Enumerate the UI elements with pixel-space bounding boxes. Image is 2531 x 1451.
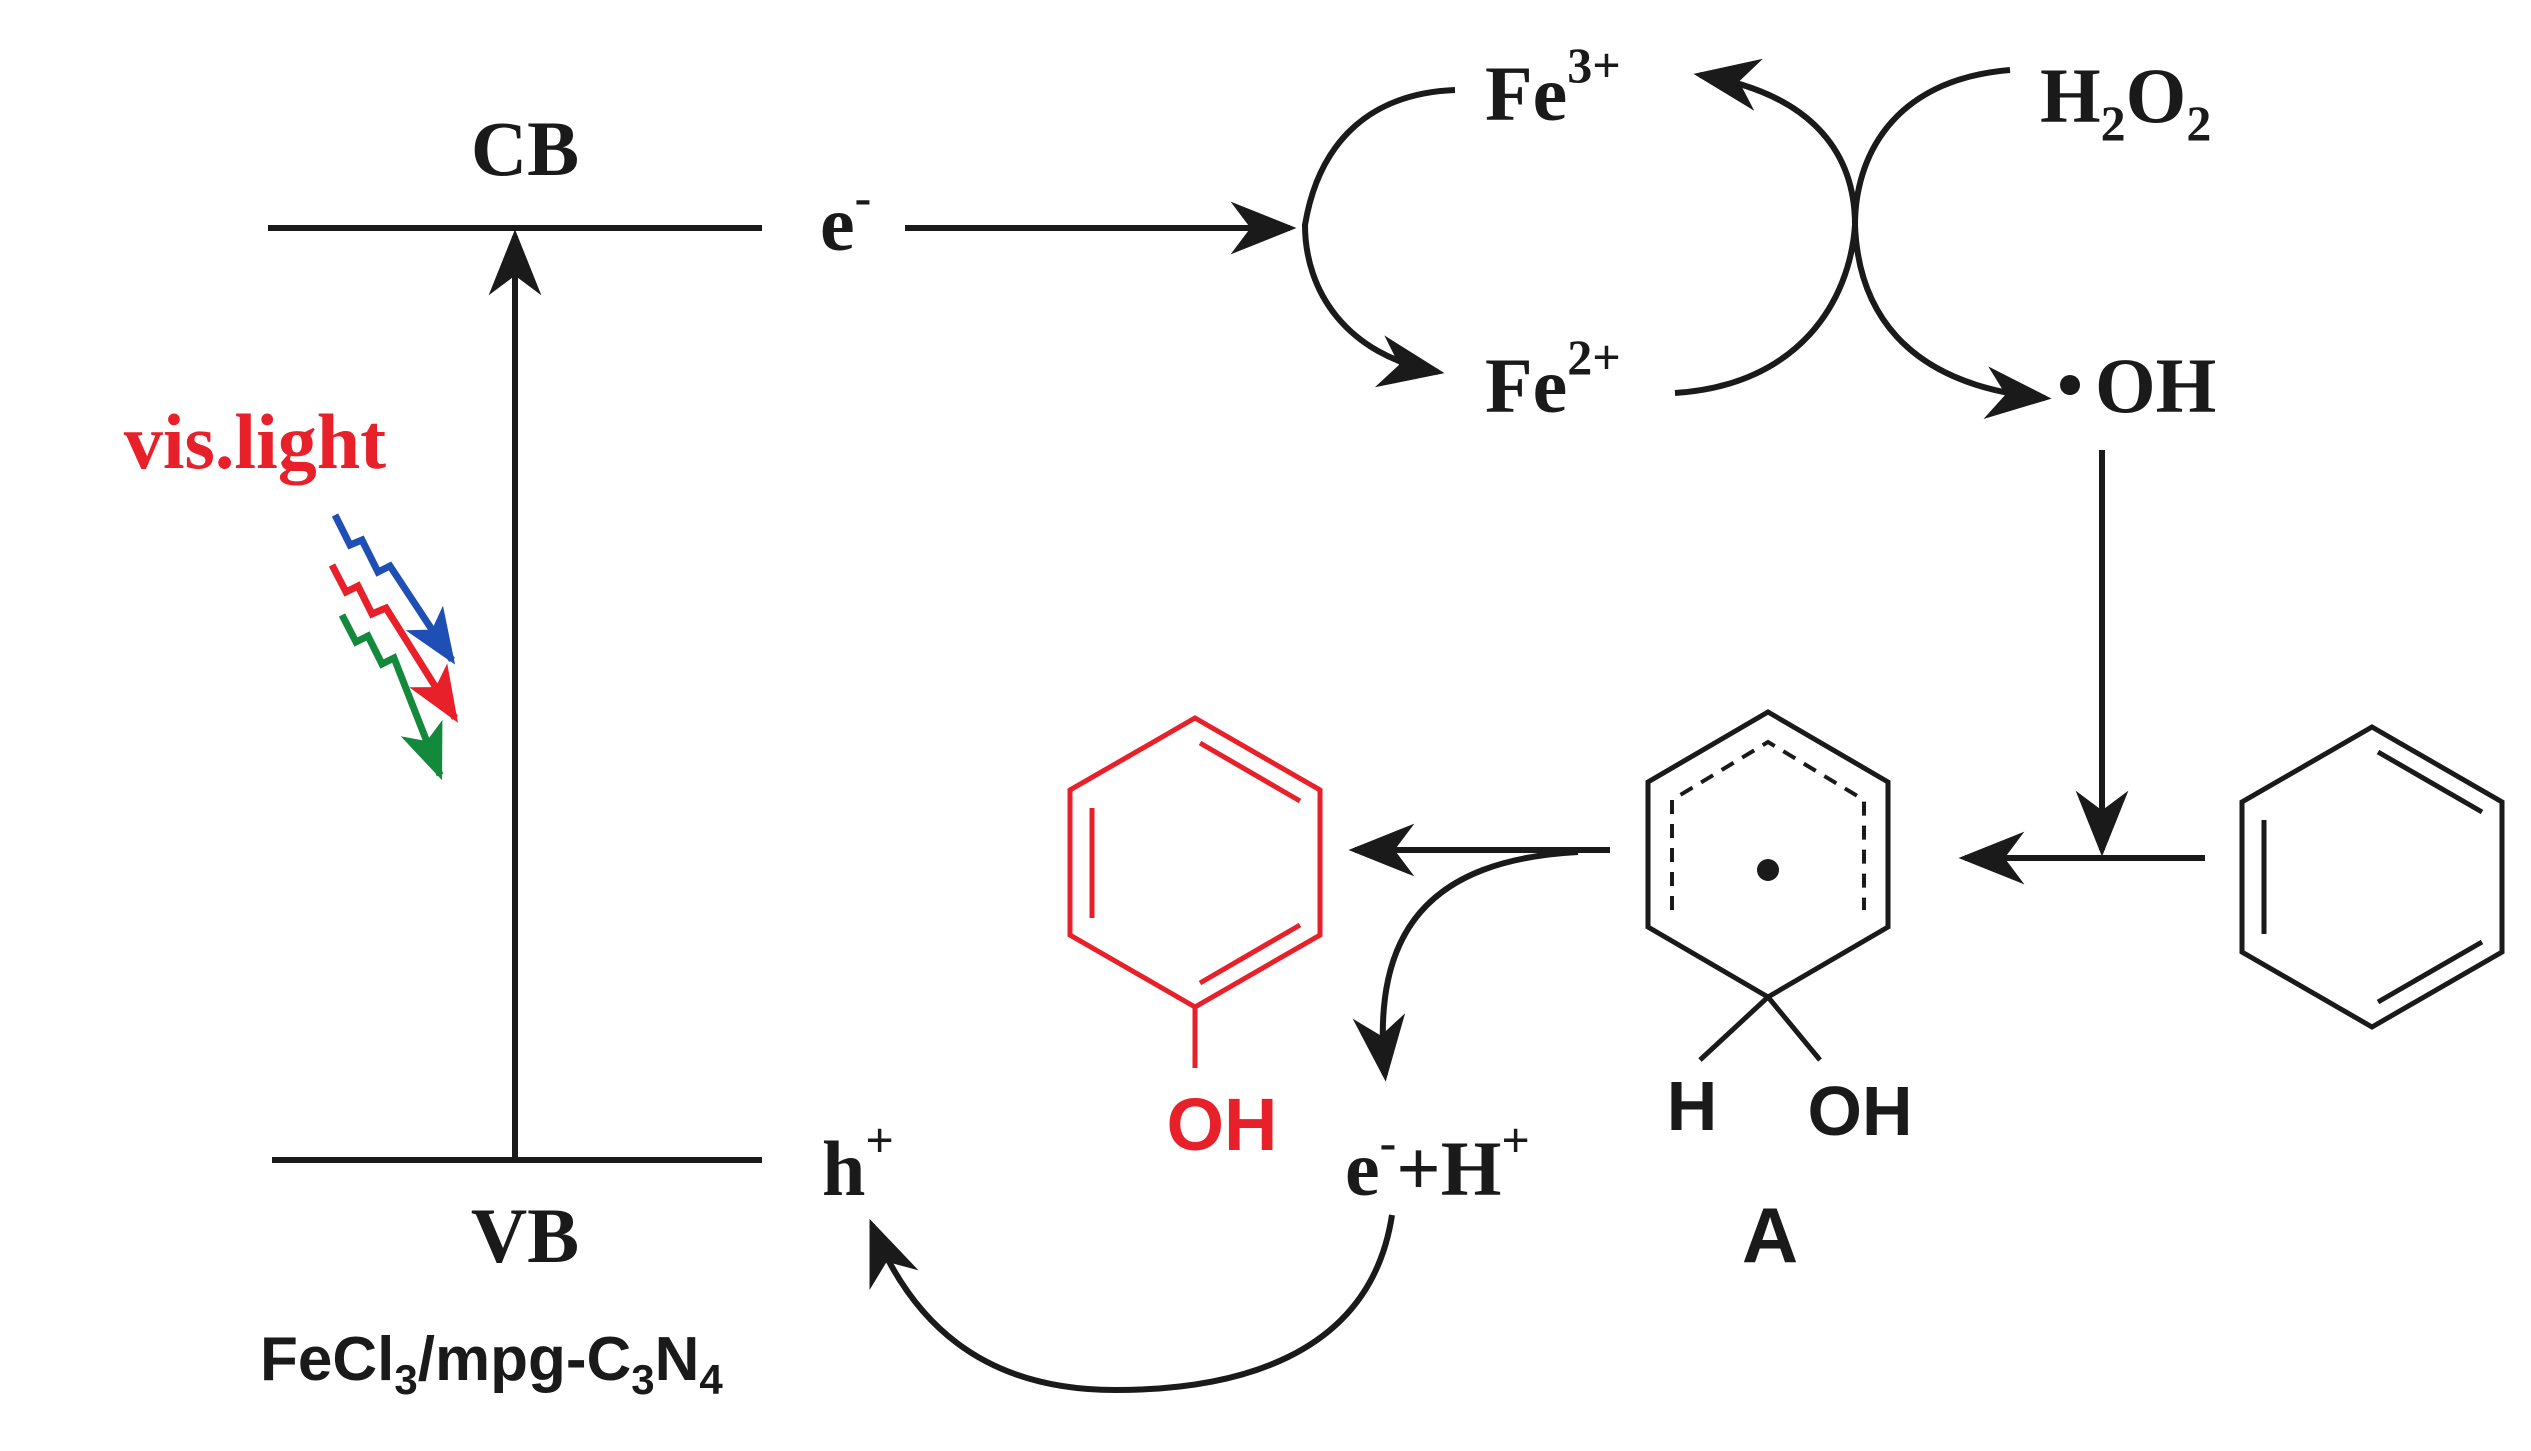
h2o2-label: H2O2 [2040,52,2211,151]
h2o2-to-radical-arrow [1851,67,2052,419]
benzene-double-bond [2376,749,2484,815]
fe3-to-fe2-arrow [1301,87,1456,388]
phenol-double-bond [1198,922,1302,986]
benzene-molecule [2239,724,2505,1030]
phenol-oh-label: OH [1167,1083,1278,1166]
electron-label: e- [820,169,871,267]
radical-dot [2060,375,2080,395]
cyclohexadienyl-ring [1645,709,1891,1000]
visible-light-label: vis.light [124,398,386,485]
radical-center-dot [1757,859,1779,881]
cb-label: CB [471,105,579,192]
blue-light-ray [331,513,456,665]
intermediate-a-label: A [1742,1191,1798,1279]
green-light-ray [338,613,444,781]
red-light-ray [328,563,458,723]
vb-label: VB [471,1192,579,1279]
phenol-molecule: OH [1067,715,1323,1166]
fe2-label: Fe2+ [1485,329,1621,429]
fe3-label: Fe3+ [1485,37,1621,137]
proton-release-arrow [1352,849,1579,1082]
hole-recombination-arrow [869,1214,1395,1394]
phenol-ring [1067,715,1323,1010]
delocalized-bond [1670,739,1866,910]
oh-bond-line [1766,995,1822,1062]
hole-label: h+ [822,1112,894,1212]
phenol-double-bond [1198,740,1302,804]
benzene-double-bond [2376,939,2484,1005]
h-bond-line [1698,995,1770,1062]
electron-proton-label: e-+H+ [1345,1112,1530,1212]
intermediate-h-label: H [1667,1067,1718,1145]
intermediate-a-molecule: H OH A [1645,709,1913,1279]
intermediate-oh-label: OH [1808,1072,1913,1150]
benzene-ring [2239,724,2505,1030]
hydroxyl-radical-label: OH [2095,342,2216,429]
fe2-to-fe3-arrow [1674,58,1859,396]
catalyst-label: FeCl3/mpg-C3N4 [260,1325,723,1403]
